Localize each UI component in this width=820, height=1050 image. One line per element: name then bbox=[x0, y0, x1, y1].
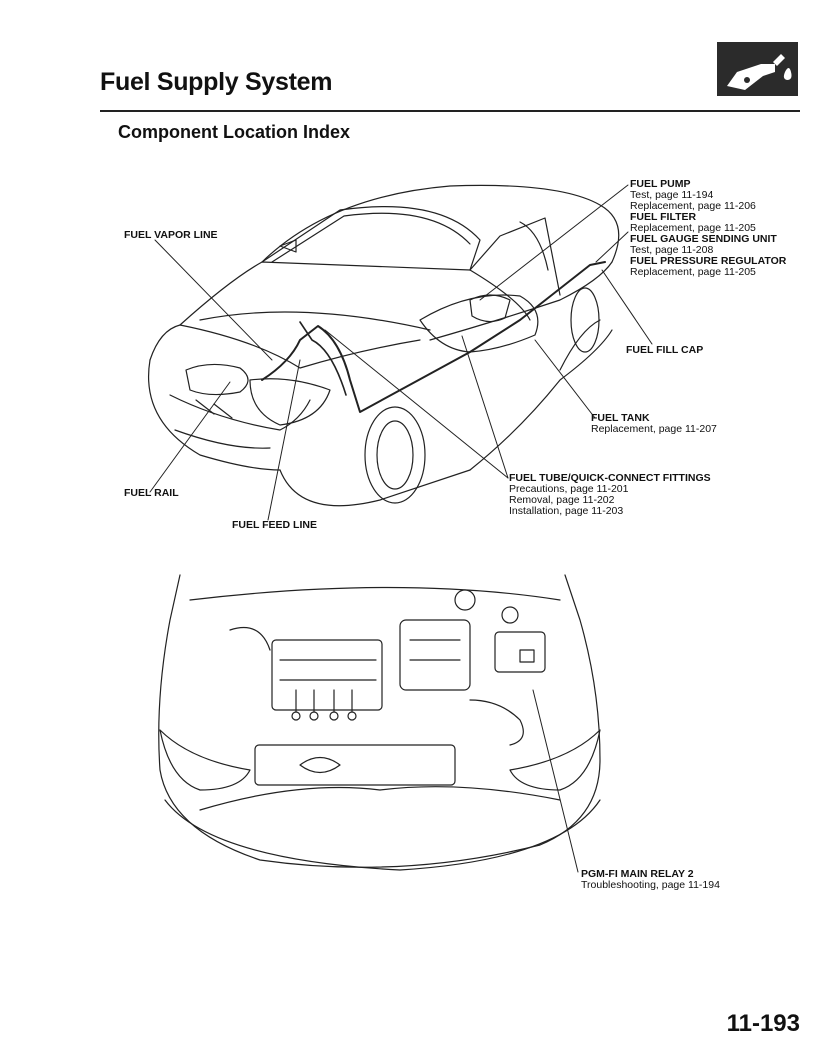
callout-fuel-fill-cap: FUEL FILL CAP bbox=[626, 345, 703, 356]
label-fuel-tube-quick-connect: FUEL TUBE/QUICK-CONNECT FITTINGS bbox=[509, 472, 711, 484]
ref-pgm-fi-troubleshooting: Troubleshooting, page 11-194 bbox=[581, 879, 720, 891]
car-outline-drawing bbox=[148, 184, 620, 507]
ref-fuel-filter-replacement: Replacement, page 11-205 bbox=[630, 222, 756, 234]
ref-fuel-pump-replacement: Replacement, page 11-206 bbox=[630, 200, 756, 212]
section-subtitle: Component Location Index bbox=[118, 122, 350, 142]
fuel-pump-nozzle-icon bbox=[717, 42, 798, 96]
label-fuel-tank: FUEL TANK bbox=[591, 412, 650, 424]
callout-fuel-vapor-line: FUEL VAPOR LINE bbox=[124, 230, 218, 241]
ref-fuel-pressure-replacement: Replacement, page 11-205 bbox=[630, 266, 756, 278]
label-fuel-vapor-line: FUEL VAPOR LINE bbox=[124, 229, 218, 241]
label-fuel-feed-line: FUEL FEED LINE bbox=[232, 519, 317, 531]
label-fuel-rail: FUEL RAIL bbox=[124, 487, 179, 499]
label-fuel-fill-cap: FUEL FILL CAP bbox=[626, 344, 704, 356]
callout-fuel-feed-line: FUEL FEED LINE bbox=[232, 520, 317, 531]
callout-fuel-tube: FUEL TUBE/QUICK-CONNECT FITTINGS Precaut… bbox=[509, 473, 711, 517]
label-fuel-pump: FUEL PUMP bbox=[630, 178, 691, 190]
header-rule bbox=[100, 110, 800, 112]
label-fuel-gauge-sending-unit: FUEL GAUGE SENDING UNIT bbox=[630, 233, 777, 245]
label-fuel-filter: FUEL FILTER bbox=[630, 211, 697, 223]
ref-fuel-gauge-test: Test, page 11-208 bbox=[630, 244, 714, 256]
ref-fuel-tube-removal: Removal, page 11-202 bbox=[509, 494, 615, 506]
callout-leader-lines bbox=[149, 184, 653, 873]
ref-fuel-tube-installation: Installation, page 11-203 bbox=[509, 505, 624, 517]
ref-fuel-pump-test: Test, page 11-194 bbox=[630, 189, 714, 201]
callout-fuel-tank: FUEL TANK Replacement, page 11-207 bbox=[591, 413, 717, 435]
callout-fuel-rail: FUEL RAIL bbox=[124, 488, 179, 499]
ref-fuel-tube-precautions: Precautions, page 11-201 bbox=[509, 483, 629, 495]
ref-fuel-tank-replacement: Replacement, page 11-207 bbox=[591, 423, 717, 435]
callout-fuel-pump-group: FUEL PUMP Test, page 11-194 Replacement,… bbox=[630, 179, 786, 278]
label-fuel-pressure-regulator: FUEL PRESSURE REGULATOR bbox=[630, 255, 787, 267]
label-pgm-fi-main-relay-2: PGM-FI MAIN RELAY 2 bbox=[581, 868, 694, 880]
page-title: Fuel Supply System bbox=[100, 68, 333, 96]
callout-pgm-fi-main-relay-2: PGM-FI MAIN RELAY 2 Troubleshooting, pag… bbox=[581, 869, 720, 891]
engine-bay-drawing bbox=[158, 574, 601, 871]
page-number: 11-193 bbox=[726, 1010, 800, 1037]
